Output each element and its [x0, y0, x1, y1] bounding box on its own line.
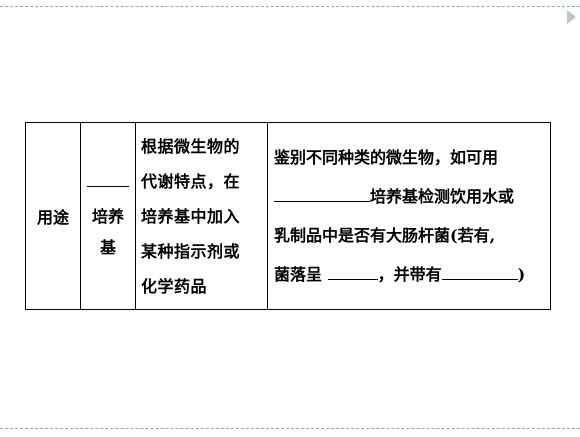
medium-type-line-1: 培养 — [91, 206, 124, 226]
principle-line-2: 代谢特点，在 — [141, 171, 241, 191]
example-line-1: 鉴别不同种类的微生物，如可用 — [274, 148, 499, 167]
answer-blank — [274, 183, 370, 202]
table-row: 用途 培养 基 根据微生物的 代谢特点，在 培养基中加入 某种指示剂或 化学药品… — [25, 122, 551, 310]
corner-arrow-icon — [567, 10, 576, 24]
example-line-2: 培养基检测饮用水或 — [274, 177, 550, 216]
example-line-4-end: ) — [517, 265, 526, 284]
example-line-4: 菌落呈 ，并带有) — [274, 255, 550, 294]
medium-classification-table: 用途 培养 基 根据微生物的 代谢特点，在 培养基中加入 某种指示剂或 化学药品… — [25, 122, 551, 310]
example-line-4-part1: 菌落呈 — [274, 265, 323, 284]
bottom-dashed-divider — [0, 428, 580, 429]
example-line-2-text: 培养基检测饮用水或 — [370, 187, 515, 206]
principle-line-1: 根据微生物的 — [141, 136, 241, 156]
top-dashed-divider — [0, 6, 580, 7]
answer-blank — [441, 261, 518, 280]
principle-cell: 根据微生物的 代谢特点，在 培养基中加入 某种指示剂或 化学药品 — [135, 122, 268, 310]
usage-cell: 用途 — [25, 122, 81, 310]
usage-label: 用途 — [36, 208, 69, 227]
medium-type-line-2: 基 — [99, 237, 116, 257]
medium-type-cell: 培养 基 — [80, 122, 136, 310]
example-cell: 鉴别不同种类的微生物，如可用 培养基检测饮用水或 乳制品中是否有大肠杆菌(若有,… — [267, 122, 551, 310]
principle-line-4: 某种指示剂或 — [141, 241, 241, 261]
principle-line-3: 培养基中加入 — [141, 206, 241, 226]
answer-blank — [327, 261, 378, 280]
answer-blank — [87, 185, 129, 187]
example-line-4-part2: ，并带有 — [377, 265, 442, 284]
principle-line-5: 化学药品 — [141, 276, 208, 296]
example-line-3: 乳制品中是否有大肠杆菌(若有, — [274, 226, 496, 245]
